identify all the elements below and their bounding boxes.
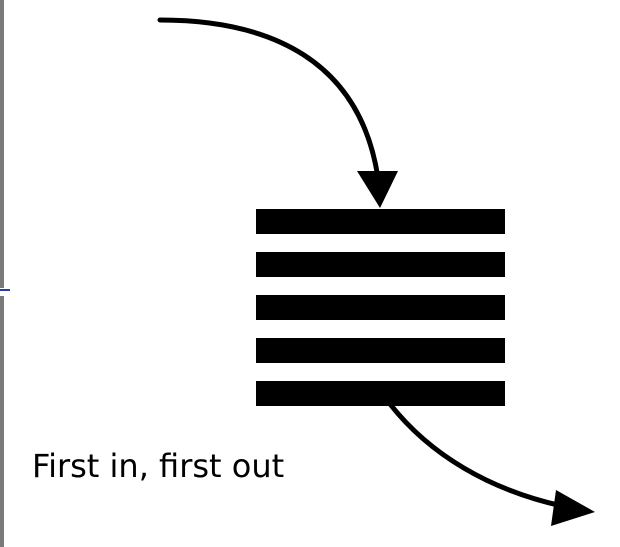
outgoing-arrow-curve [387, 401, 565, 509]
incoming-arrowhead-icon [357, 171, 398, 208]
page-left-edge-bottom [0, 296, 4, 547]
queue-stack [256, 209, 505, 406]
queue-bar-3 [256, 295, 505, 320]
page-left-edge-link [0, 289, 10, 291]
outgoing-arrowhead-icon [551, 490, 595, 526]
queue-bar-2 [256, 252, 505, 277]
incoming-arrow-curve [157, 17, 381, 181]
queue-bar-1 [256, 209, 505, 234]
queue-bar-4 [256, 338, 505, 363]
page-left-edge-top [0, 0, 4, 288]
diagram-caption: First in, first out [32, 447, 285, 485]
queue-bar-5 [256, 381, 505, 406]
